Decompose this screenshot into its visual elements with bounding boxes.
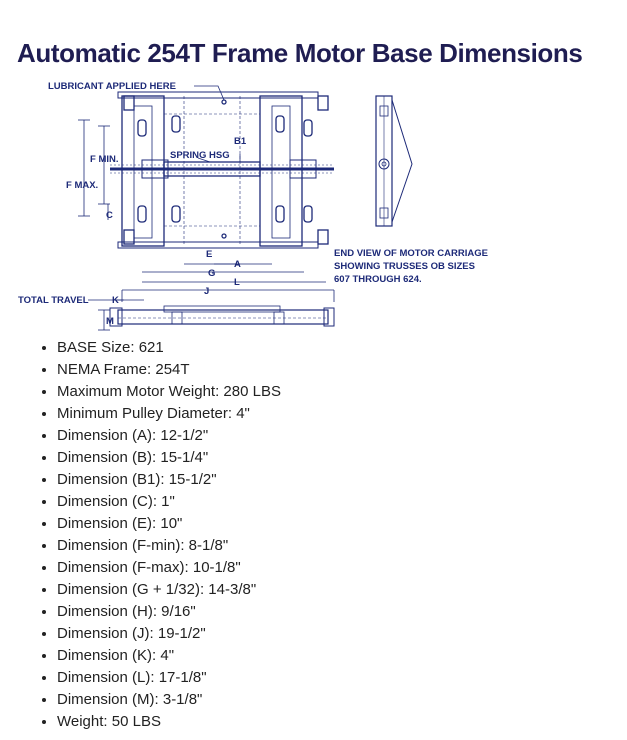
spec-list: BASE Size: 621 NEMA Frame: 254T Maximum … — [22, 337, 281, 733]
label-lubricant: LUBRICANT APPLIED HERE — [48, 81, 176, 92]
label-end-view-line2: SHOWING TRUSSES OB SIZES — [334, 261, 475, 272]
spec-item: Dimension (M): 3-1/8" — [57, 689, 281, 711]
spec-item: Dimension (F-max): 10-1/8" — [57, 557, 281, 579]
label-f-max: F MAX. — [66, 180, 98, 191]
motor-base-drawing: LUBRICANT APPLIED HERE B1 SPRING HSG F M… — [18, 81, 488, 331]
label-end-view-line1: END VIEW OF MOTOR CARRIAGE — [334, 248, 488, 259]
label-total-travel: TOTAL TRAVEL — [18, 295, 89, 306]
spec-item: Dimension (F-min): 8-1/8" — [57, 535, 281, 557]
label-end-view-line3: 607 THROUGH 624. — [334, 274, 422, 285]
label-e: E — [206, 249, 212, 260]
label-f-min: F MIN. — [90, 154, 119, 165]
label-j: J — [204, 286, 209, 297]
spec-item: Dimension (C): 1" — [57, 491, 281, 513]
label-k: K — [112, 295, 119, 306]
spec-item: Dimension (G + 1/32): 14-3/8" — [57, 579, 281, 601]
spec-item: Weight: 50 LBS — [57, 711, 281, 733]
label-g: G — [208, 268, 215, 279]
page-title: Automatic 254T Frame Motor Base Dimensio… — [17, 38, 583, 68]
spec-item: Dimension (A): 12-1/2" — [57, 425, 281, 447]
spec-item: Dimension (B): 15-1/4" — [57, 447, 281, 469]
label-l: L — [234, 277, 240, 288]
label-c: C — [106, 210, 113, 221]
spec-item: Dimension (B1): 15-1/2" — [57, 469, 281, 491]
spec-item: Dimension (H): 9/16" — [57, 601, 281, 623]
spec-item: Dimension (J): 19-1/2" — [57, 623, 281, 645]
spec-item: NEMA Frame: 254T — [57, 359, 281, 381]
side-view-rail — [117, 309, 329, 325]
spec-item: Maximum Motor Weight: 280 LBS — [57, 381, 281, 403]
spec-item: Minimum Pulley Diameter: 4" — [57, 403, 281, 425]
label-m: M — [106, 316, 114, 327]
spec-item: BASE Size: 621 — [57, 337, 281, 359]
label-a: A — [234, 259, 241, 270]
label-spring-hsg: SPRING HSG — [170, 150, 230, 161]
label-b1: B1 — [234, 136, 247, 147]
spec-item: Dimension (L): 17-1/8" — [57, 667, 281, 689]
left-rail — [121, 95, 165, 247]
spec-item: Dimension (E): 10" — [57, 513, 281, 535]
spec-item: Dimension (K): 4" — [57, 645, 281, 667]
right-rail — [259, 95, 303, 247]
